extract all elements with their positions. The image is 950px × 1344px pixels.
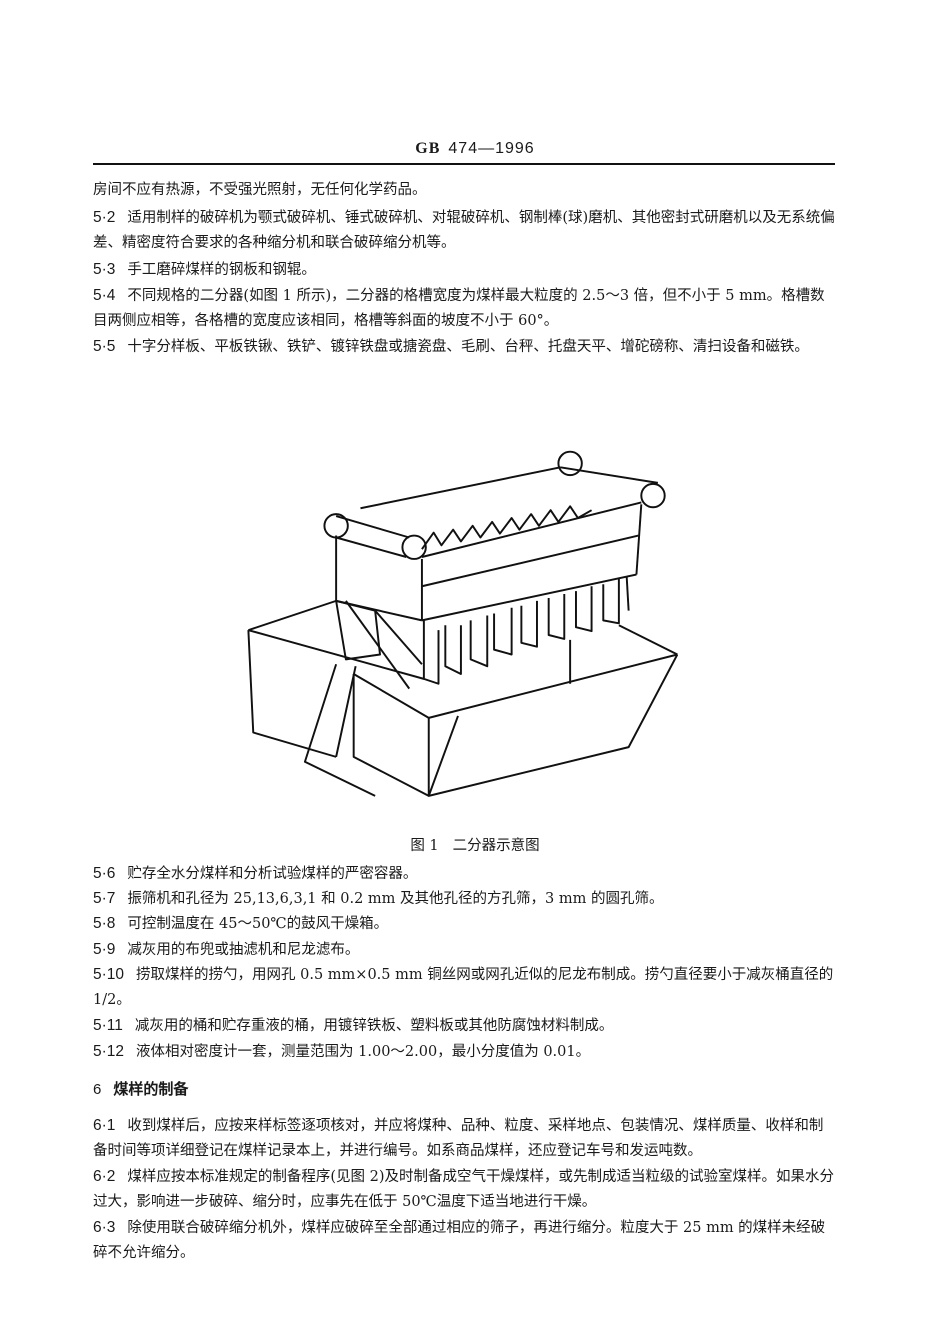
paragraph-text: 振筛机和孔径为 25,13,6,3,1 和 0.2 mm 及其他孔径的方孔筛，3…	[127, 891, 664, 907]
header-rule	[93, 163, 835, 165]
section-number: 5·6	[93, 865, 116, 882]
section-number: 5·11	[93, 1017, 123, 1034]
paragraph-5-9: 5·9 减灰用的布兜或抽滤机和尼龙滤布。	[93, 937, 835, 963]
paragraph-text: 手工磨碎煤样的钢板和钢辊。	[127, 262, 316, 278]
paragraph-text: 除使用联合破碎缩分机外，煤样应破碎至全部通过相应的筛子，再进行缩分。粒度大于 2…	[93, 1220, 826, 1261]
paragraph-text: 十字分样板、平板铁锹、铁铲、镀锌铁盘或搪瓷盘、毛刷、台秤、托盘天平、增砣磅称、清…	[127, 339, 809, 355]
paragraph-text: 减灰用的桶和贮存重液的桶，用镀锌铁板、塑料板或其他防腐蚀材料制成。	[134, 1018, 614, 1034]
paragraph-5-12: 5·12 液体相对密度计一套，测量范围为 1.00～2.00，最小分度值为 0.0…	[93, 1039, 835, 1065]
section-number: 5·7	[93, 890, 116, 907]
standard-number: 474—1996	[448, 140, 535, 157]
section-number: 6·1	[93, 1117, 116, 1134]
section-number: 5·2	[93, 209, 116, 226]
section-title: 煤样的制备	[113, 1080, 189, 1098]
section-number: 5·8	[93, 915, 116, 932]
standard-prefix: GB	[415, 140, 441, 157]
paragraph-5-7: 5·7 振筛机和孔径为 25,13,6,3,1 和 0.2 mm 及其他孔径的方孔…	[93, 886, 835, 912]
riffle-splitter-diagram-icon	[238, 440, 679, 830]
paragraph-5-6: 5·6 贮存全水分煤样和分析试验煤样的严密容器。	[93, 861, 835, 887]
paragraph-5-11: 5·11 减灰用的桶和贮存重液的桶，用镀锌铁板、塑料板或其他防腐蚀材料制成。	[93, 1013, 835, 1039]
section-6-heading: 6 煤样的制备	[93, 1078, 188, 1099]
paragraph-text: 煤样应按本标准规定的制备程序(见图 2)及时制备成空气干燥煤样，或先制成适当粒级…	[93, 1169, 835, 1210]
section-number: 5·4	[93, 287, 116, 304]
paragraph-text: 贮存全水分煤样和分析试验煤样的严密容器。	[127, 866, 418, 882]
section-number: 5·10	[93, 966, 125, 983]
paragraph-text: 收到煤样后，应按来样标签逐项核对，并应将煤种、品种、粒度、采样地点、包装情况、煤…	[93, 1118, 824, 1159]
section-number: 5·5	[93, 338, 116, 355]
figure-number: 图 1	[410, 838, 439, 854]
paragraph-5-8: 5·8 可控制温度在 45～50℃的鼓风干燥箱。	[93, 911, 835, 937]
paragraph-text: 减灰用的布兜或抽滤机和尼龙滤布。	[127, 942, 360, 958]
section-number: 5·12	[93, 1043, 125, 1060]
section-number: 5·9	[93, 941, 116, 958]
paragraph-continuation: 房间不应有热源，不受强光照射，无任何化学药品。	[93, 178, 835, 203]
section-number: 6·3	[93, 1219, 116, 1236]
paragraph-text: 房间不应有热源，不受强光照射，无任何化学药品。	[93, 182, 427, 198]
paragraph-text: 适用制样的破碎机为颚式破碎机、锤式破碎机、对辊破碎机、钢制棒(球)磨机、其他密封…	[93, 210, 835, 251]
paragraph-5-3: 5·3 手工磨碎煤样的钢板和钢辊。	[93, 257, 835, 283]
section-number: 5·3	[93, 261, 116, 278]
page-header: GB 474—1996	[0, 138, 950, 158]
paragraph-text: 不同规格的二分器(如图 1 所示)，二分器的格槽宽度为煤样最大粒度的 2.5～3…	[93, 288, 825, 329]
section-number: 6	[93, 1081, 102, 1098]
figure-title: 二分器示意图	[452, 838, 540, 854]
paragraph-text: 可控制温度在 45～50℃的鼓风干燥箱。	[127, 916, 389, 932]
paragraph-text: 捞取煤样的捞勺，用网孔 0.5 mm×0.5 mm 铜丝网或网孔近似的尼龙布制成…	[93, 967, 834, 1008]
section-number: 6·2	[93, 1168, 116, 1185]
paragraph-text: 液体相对密度计一套，测量范围为 1.00～2.00，最小分度值为 0.01。	[136, 1044, 591, 1060]
paragraph-5-5: 5·5 十字分样板、平板铁锹、铁铲、镀锌铁盘或搪瓷盘、毛刷、台秤、托盘天平、增砣磅…	[93, 334, 835, 360]
figure-caption: 图 1 二分器示意图	[0, 834, 950, 855]
